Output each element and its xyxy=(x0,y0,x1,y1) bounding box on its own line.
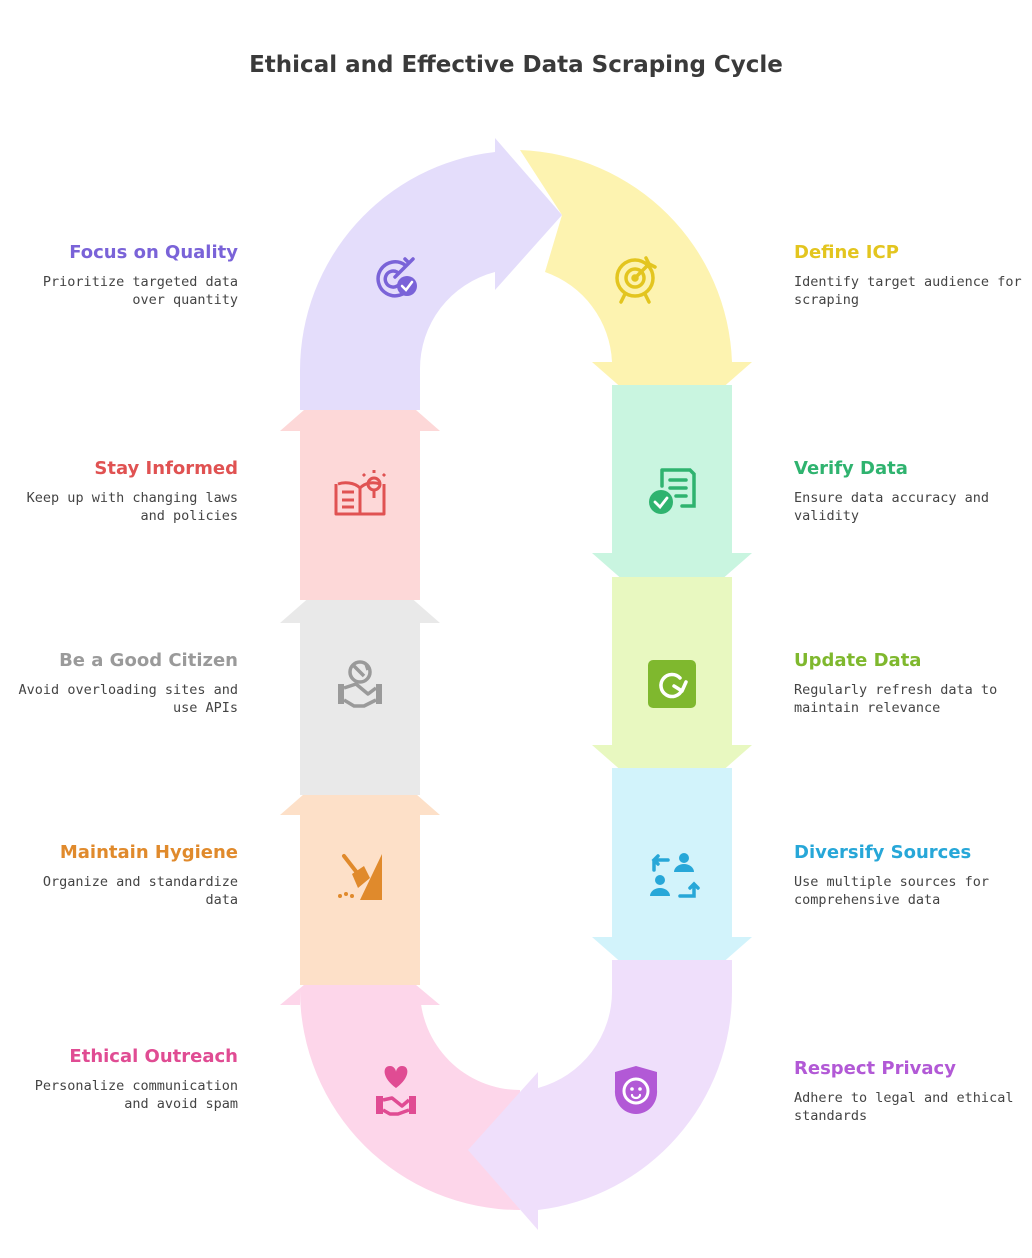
step-description: Personalize communication and avoid spam xyxy=(34,1078,238,1112)
refresh-icon xyxy=(648,660,696,708)
step-focus-on-quality: Focus on Quality Prioritize targeted dat… xyxy=(8,242,238,309)
segment-focus-on-quality xyxy=(300,138,562,410)
target-check-icon xyxy=(376,257,417,298)
step-description: Organize and standardize data xyxy=(42,874,238,908)
step-title: Maintain Hygiene xyxy=(59,842,238,863)
step-maintain-hygiene: Maintain Hygiene Organize and standardiz… xyxy=(8,842,238,909)
step-description: Avoid overloading sites and use APIs xyxy=(18,682,238,716)
exchange-users-icon xyxy=(650,853,700,898)
step-description: Regularly refresh data to maintain relev… xyxy=(794,682,998,716)
step-description: Ensure data accuracy and validity xyxy=(794,490,990,524)
shield-face-icon xyxy=(614,1066,658,1115)
step-title: Define ICP xyxy=(794,242,899,263)
step-title: Stay Informed xyxy=(94,458,238,479)
step-update-data: Update Data Regularly refresh data to ma… xyxy=(794,650,1024,717)
segment-stay-informed xyxy=(280,361,440,600)
broom-icon xyxy=(338,854,382,900)
step-define-icp: Define ICP Identify target audience for … xyxy=(794,242,1024,309)
globe-handshake-icon xyxy=(338,660,382,708)
step-ethical-outreach: Ethical Outreach Personalize communicati… xyxy=(8,1046,238,1113)
step-respect-privacy: Respect Privacy Adhere to legal and ethi… xyxy=(794,1058,1024,1125)
segment-diversify-sources xyxy=(592,768,752,1007)
book-bulb-icon xyxy=(334,470,387,516)
step-description: Identify target audience for scraping xyxy=(794,274,1022,308)
step-title: Be a Good Citizen xyxy=(59,650,238,671)
step-verify-data: Verify Data Ensure data accuracy and val… xyxy=(794,458,1024,525)
step-title: Ethical Outreach xyxy=(69,1046,238,1067)
step-description: Adhere to legal and ethical standards xyxy=(794,1090,1014,1124)
step-description: Use multiple sources for comprehensive d… xyxy=(794,874,990,908)
diagram-title: Ethical and Effective Data Scraping Cycl… xyxy=(249,52,783,78)
step-description: Prioritize targeted data over quantity xyxy=(42,274,238,308)
step-title: Verify Data xyxy=(794,458,908,479)
segment-maintain-hygiene xyxy=(280,745,440,985)
heart-handshake-icon xyxy=(376,1066,416,1116)
step-title: Diversify Sources xyxy=(794,842,972,863)
segment-respect-privacy xyxy=(468,960,733,1230)
document-check-icon xyxy=(649,468,696,514)
step-title: Update Data xyxy=(794,650,922,671)
step-title: Respect Privacy xyxy=(794,1058,956,1079)
target-icon xyxy=(615,256,657,304)
step-diversify-sources: Diversify Sources Use multiple sources f… xyxy=(794,842,1024,909)
step-description: Keep up with changing laws and policies xyxy=(26,490,238,524)
segment-define-icp xyxy=(520,150,752,432)
step-stay-informed: Stay Informed Keep up with changing laws… xyxy=(8,458,238,525)
step-title: Focus on Quality xyxy=(69,242,238,263)
step-be-a-good-citizen: Be a Good Citizen Avoid overloading site… xyxy=(8,650,238,717)
